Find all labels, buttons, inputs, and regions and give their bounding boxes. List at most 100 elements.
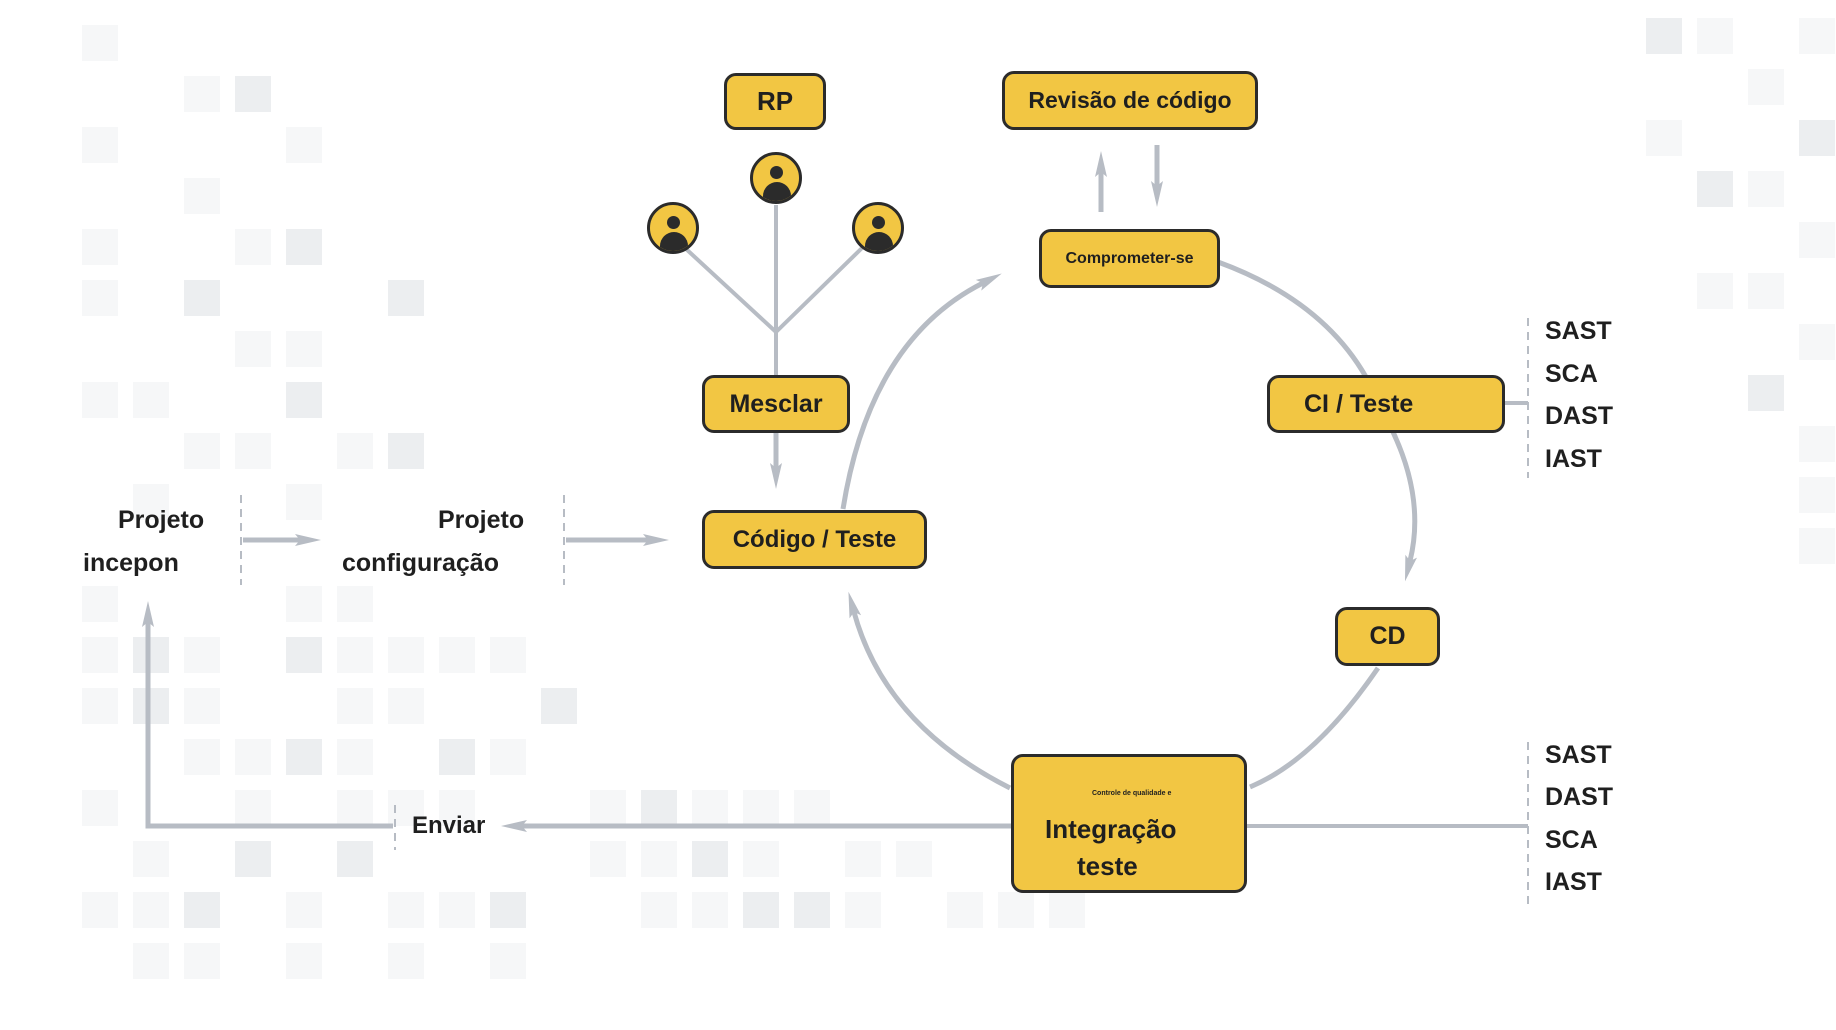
background-square: [286, 586, 322, 622]
background-square: [1697, 171, 1733, 207]
background-square: [184, 688, 220, 724]
background-square: [235, 841, 271, 877]
background-square: [794, 892, 830, 928]
background-square: [286, 229, 322, 265]
return-path: [142, 601, 393, 829]
background-square: [337, 688, 373, 724]
background-square: [1799, 477, 1835, 513]
background-square: [692, 790, 728, 826]
background-square: [439, 892, 475, 928]
background-square: [439, 637, 475, 673]
background-square: [794, 790, 830, 826]
background-square: [82, 892, 118, 928]
background-square: [896, 841, 932, 877]
background-square: [1646, 120, 1682, 156]
background-square: [286, 484, 322, 520]
background-square: [439, 739, 475, 775]
background-square: [337, 637, 373, 673]
background-square: [235, 790, 271, 826]
background-square: [337, 739, 373, 775]
background-square: [235, 331, 271, 367]
qa-small-caption: Controle de qualidade e: [1092, 790, 1172, 797]
background-square: [1697, 18, 1733, 54]
background-square: [1748, 171, 1784, 207]
background-square: [692, 892, 728, 928]
background-square: [133, 943, 169, 979]
tree-branch-right: [774, 246, 864, 334]
background-square: [133, 382, 169, 418]
background-square: [388, 943, 424, 979]
background-square: [286, 382, 322, 418]
background-square: [82, 280, 118, 316]
background-square: [590, 790, 626, 826]
background-square: [1799, 426, 1835, 462]
background-square: [490, 739, 526, 775]
phase-setup-line2: configuração: [342, 549, 499, 577]
phase-inception-line2: incepon: [83, 549, 179, 577]
send-label: Enviar: [412, 812, 486, 839]
background-square: [1799, 18, 1835, 54]
background-square: [1646, 18, 1682, 54]
background-square: [286, 943, 322, 979]
background-square: [743, 892, 779, 928]
background-square: [490, 943, 526, 979]
background-square: [82, 25, 118, 61]
qa-tool-item: SCA: [1545, 826, 1598, 854]
arc-integration-to-code: [848, 591, 1012, 791]
background-square: [641, 841, 677, 877]
user-icon: [750, 152, 802, 204]
background-square: [388, 280, 424, 316]
background-square: [541, 688, 577, 724]
background-square: [641, 892, 677, 928]
background-square: [184, 892, 220, 928]
ci-tool-item: DAST: [1545, 402, 1614, 430]
background-square: [235, 433, 271, 469]
background-square: [184, 739, 220, 775]
background-square: [133, 892, 169, 928]
background-square: [743, 841, 779, 877]
phase-inception-label-2: incepon: [83, 549, 179, 578]
background-square: [743, 790, 779, 826]
background-square: [133, 841, 169, 877]
background-square: [388, 688, 424, 724]
background-square: [184, 178, 220, 214]
phase-inception-line1: Projeto: [118, 506, 205, 534]
background-square: [184, 76, 220, 112]
background-square: [337, 433, 373, 469]
background-square: [1748, 375, 1784, 411]
background-square: [82, 688, 118, 724]
background-square: [184, 280, 220, 316]
qa-tool-item: IAST: [1545, 868, 1602, 896]
arc-code-to-commit: [840, 273, 1002, 510]
background-square: [235, 739, 271, 775]
node-merge: Mesclar: [702, 375, 850, 433]
background-square: [82, 229, 118, 265]
background-square: [184, 433, 220, 469]
arc-cd-to-integration: [1249, 666, 1381, 790]
ci-tool-item: SAST: [1545, 317, 1612, 345]
background-square: [82, 637, 118, 673]
background-square: [133, 637, 169, 673]
background-square: [82, 586, 118, 622]
node-integration-test: Controle de qualidade e Integração teste: [1011, 754, 1247, 893]
background-square: [590, 841, 626, 877]
background-square: [82, 790, 118, 826]
background-square: [286, 127, 322, 163]
node-ci-test: CI / Teste: [1267, 375, 1505, 433]
arc-commit-to-ci: [1217, 259, 1369, 379]
background-square: [337, 586, 373, 622]
background-square: [490, 892, 526, 928]
background-square: [133, 688, 169, 724]
node-code-test: Código / Teste: [702, 510, 927, 569]
tree-branch-left: [683, 246, 778, 334]
user-icon: [647, 202, 699, 254]
qa-tool-item: SAST: [1545, 741, 1612, 769]
ci-tool-item: SCA: [1545, 360, 1598, 388]
background-square: [998, 892, 1034, 928]
phase-setup-label-2: configuração: [342, 549, 499, 578]
background-square: [337, 790, 373, 826]
background-square: [388, 433, 424, 469]
background-square: [286, 892, 322, 928]
background-square: [184, 943, 220, 979]
